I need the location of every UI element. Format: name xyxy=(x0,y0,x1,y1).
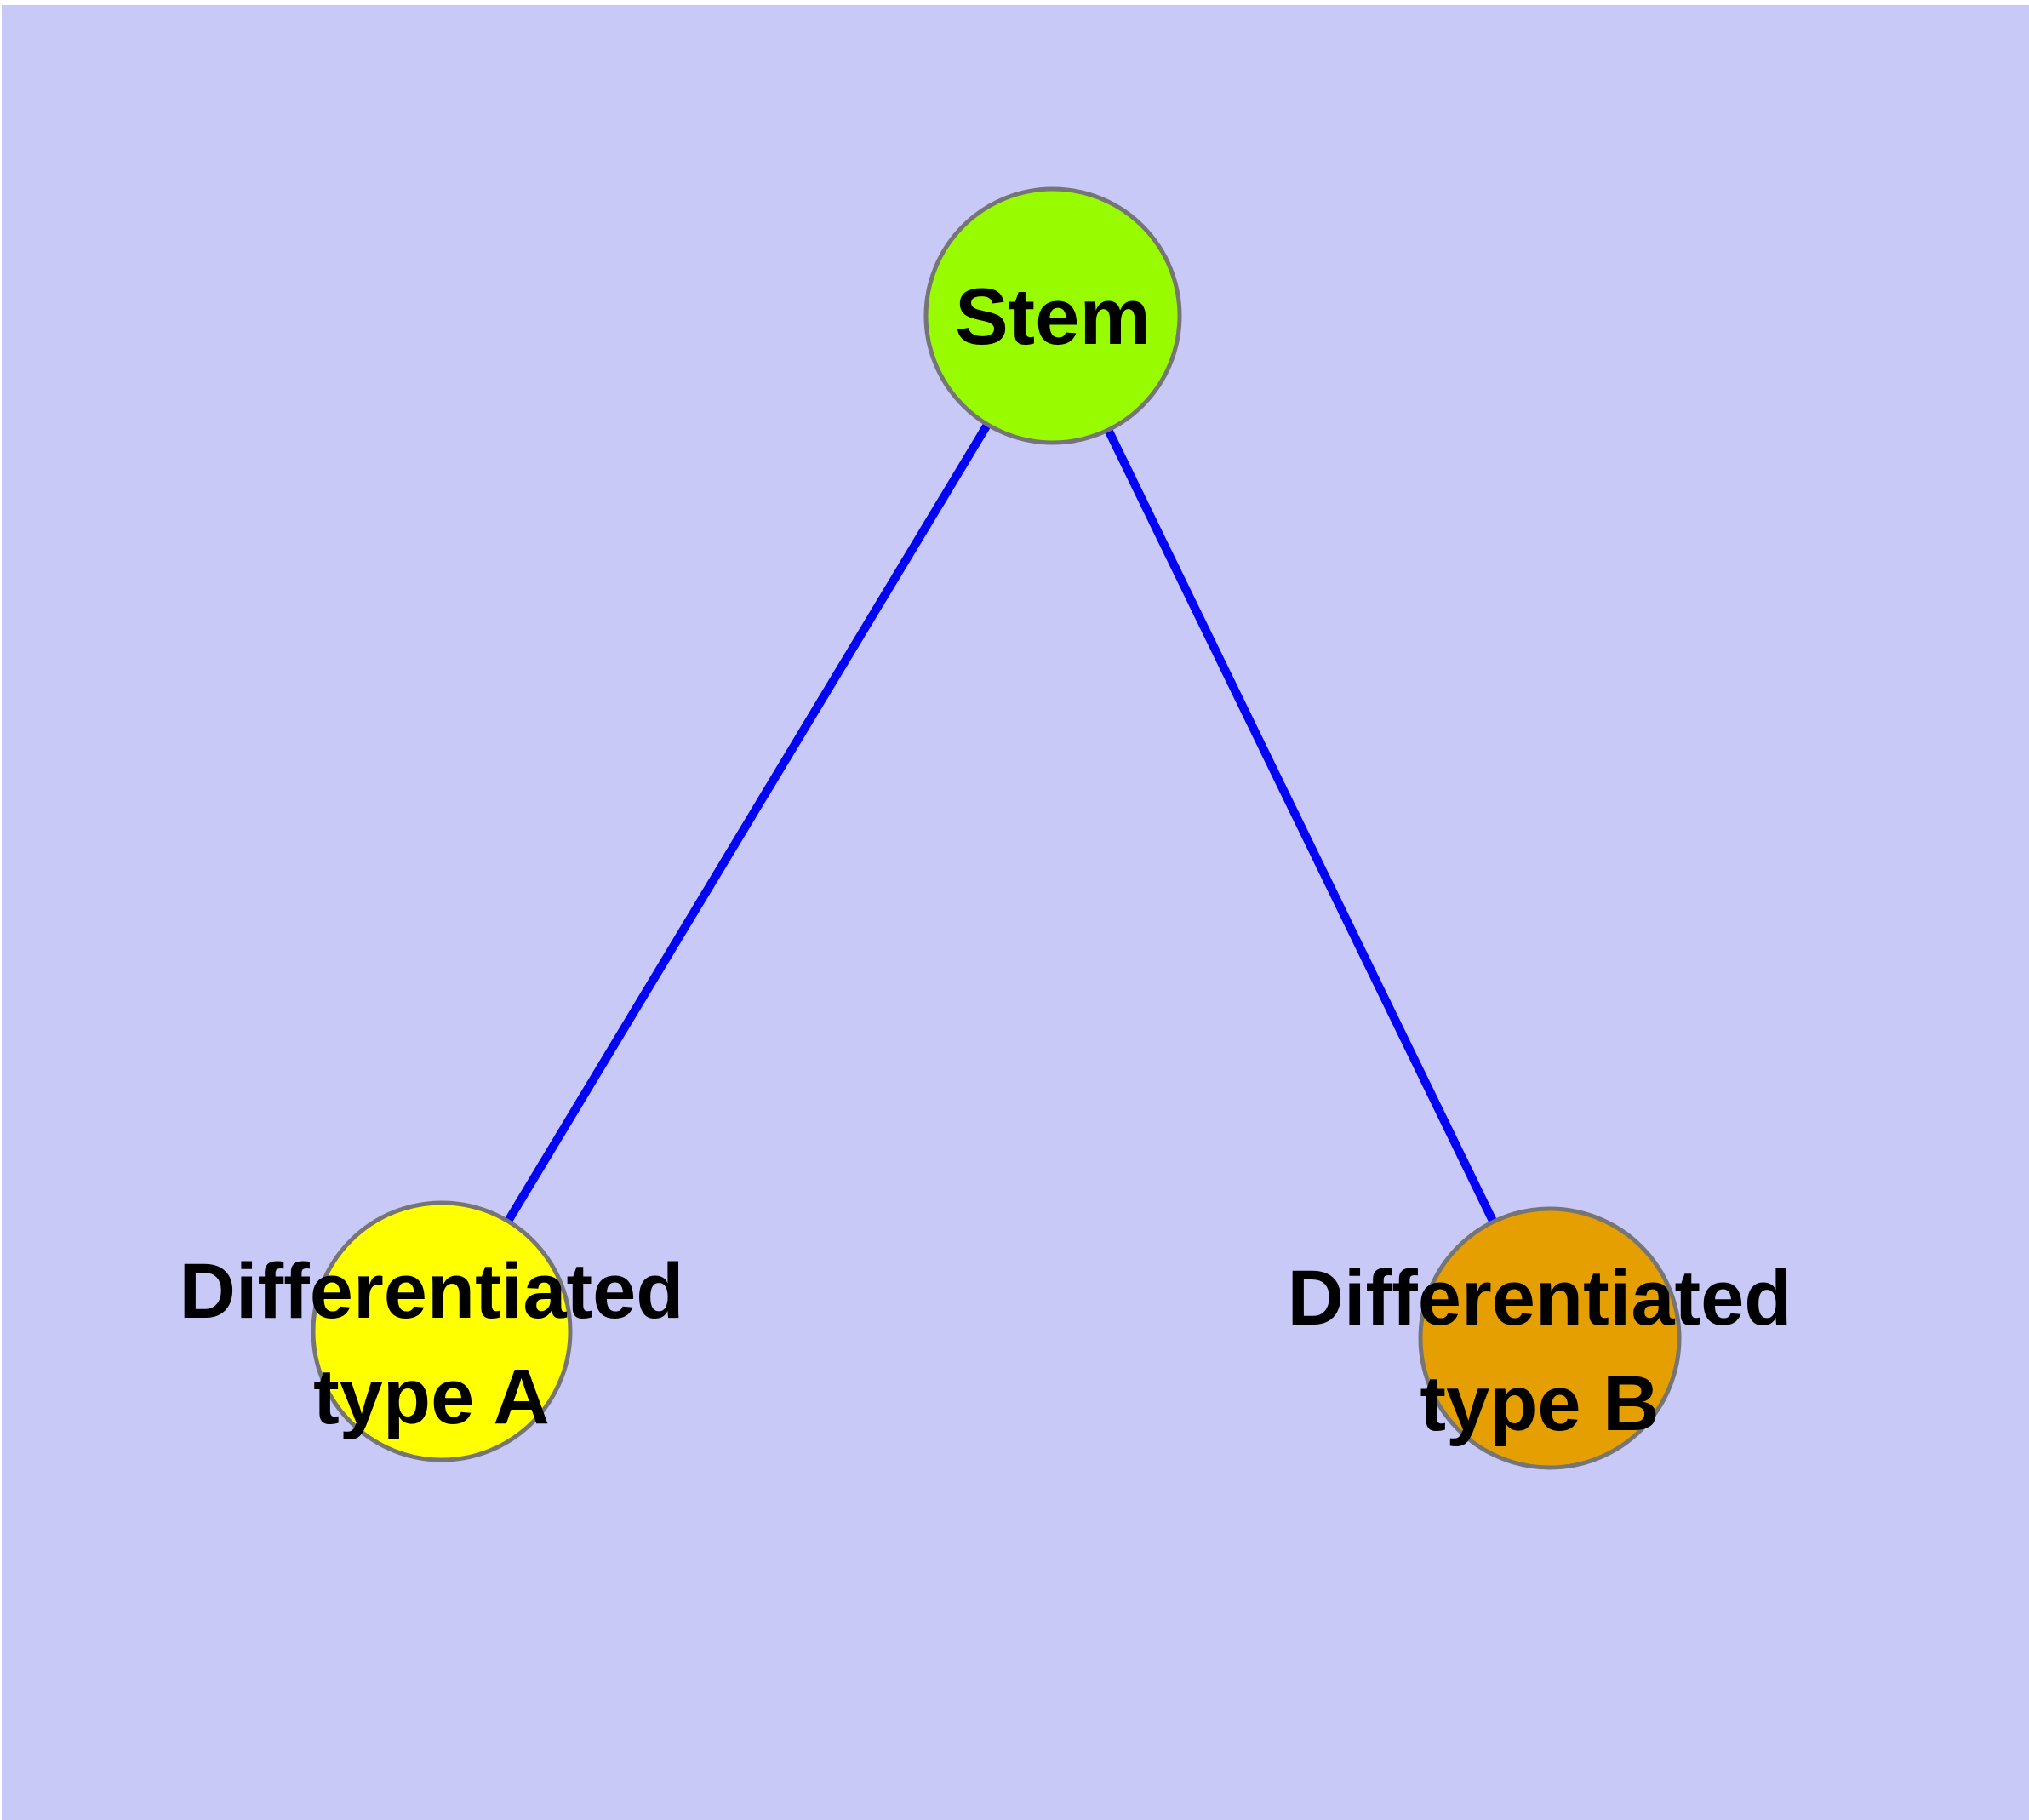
edge-stem-to-type-a xyxy=(437,313,1057,1334)
node-stem xyxy=(923,186,1182,445)
node-type-b-label-line1: Differentiated xyxy=(1288,1255,1792,1342)
node-type-b-label-line2: type B xyxy=(1420,1360,1659,1447)
node-type-a-label-line2: type A xyxy=(313,1354,550,1440)
node-differentiated-type-a xyxy=(311,1200,573,1462)
node-differentiated-type-b xyxy=(1418,1206,1682,1470)
node-type-a-label-line1: Differentiated xyxy=(180,1248,684,1335)
node-stem-label: Stem xyxy=(955,272,1151,361)
edge-stem-to-type-b xyxy=(1049,313,1554,1341)
